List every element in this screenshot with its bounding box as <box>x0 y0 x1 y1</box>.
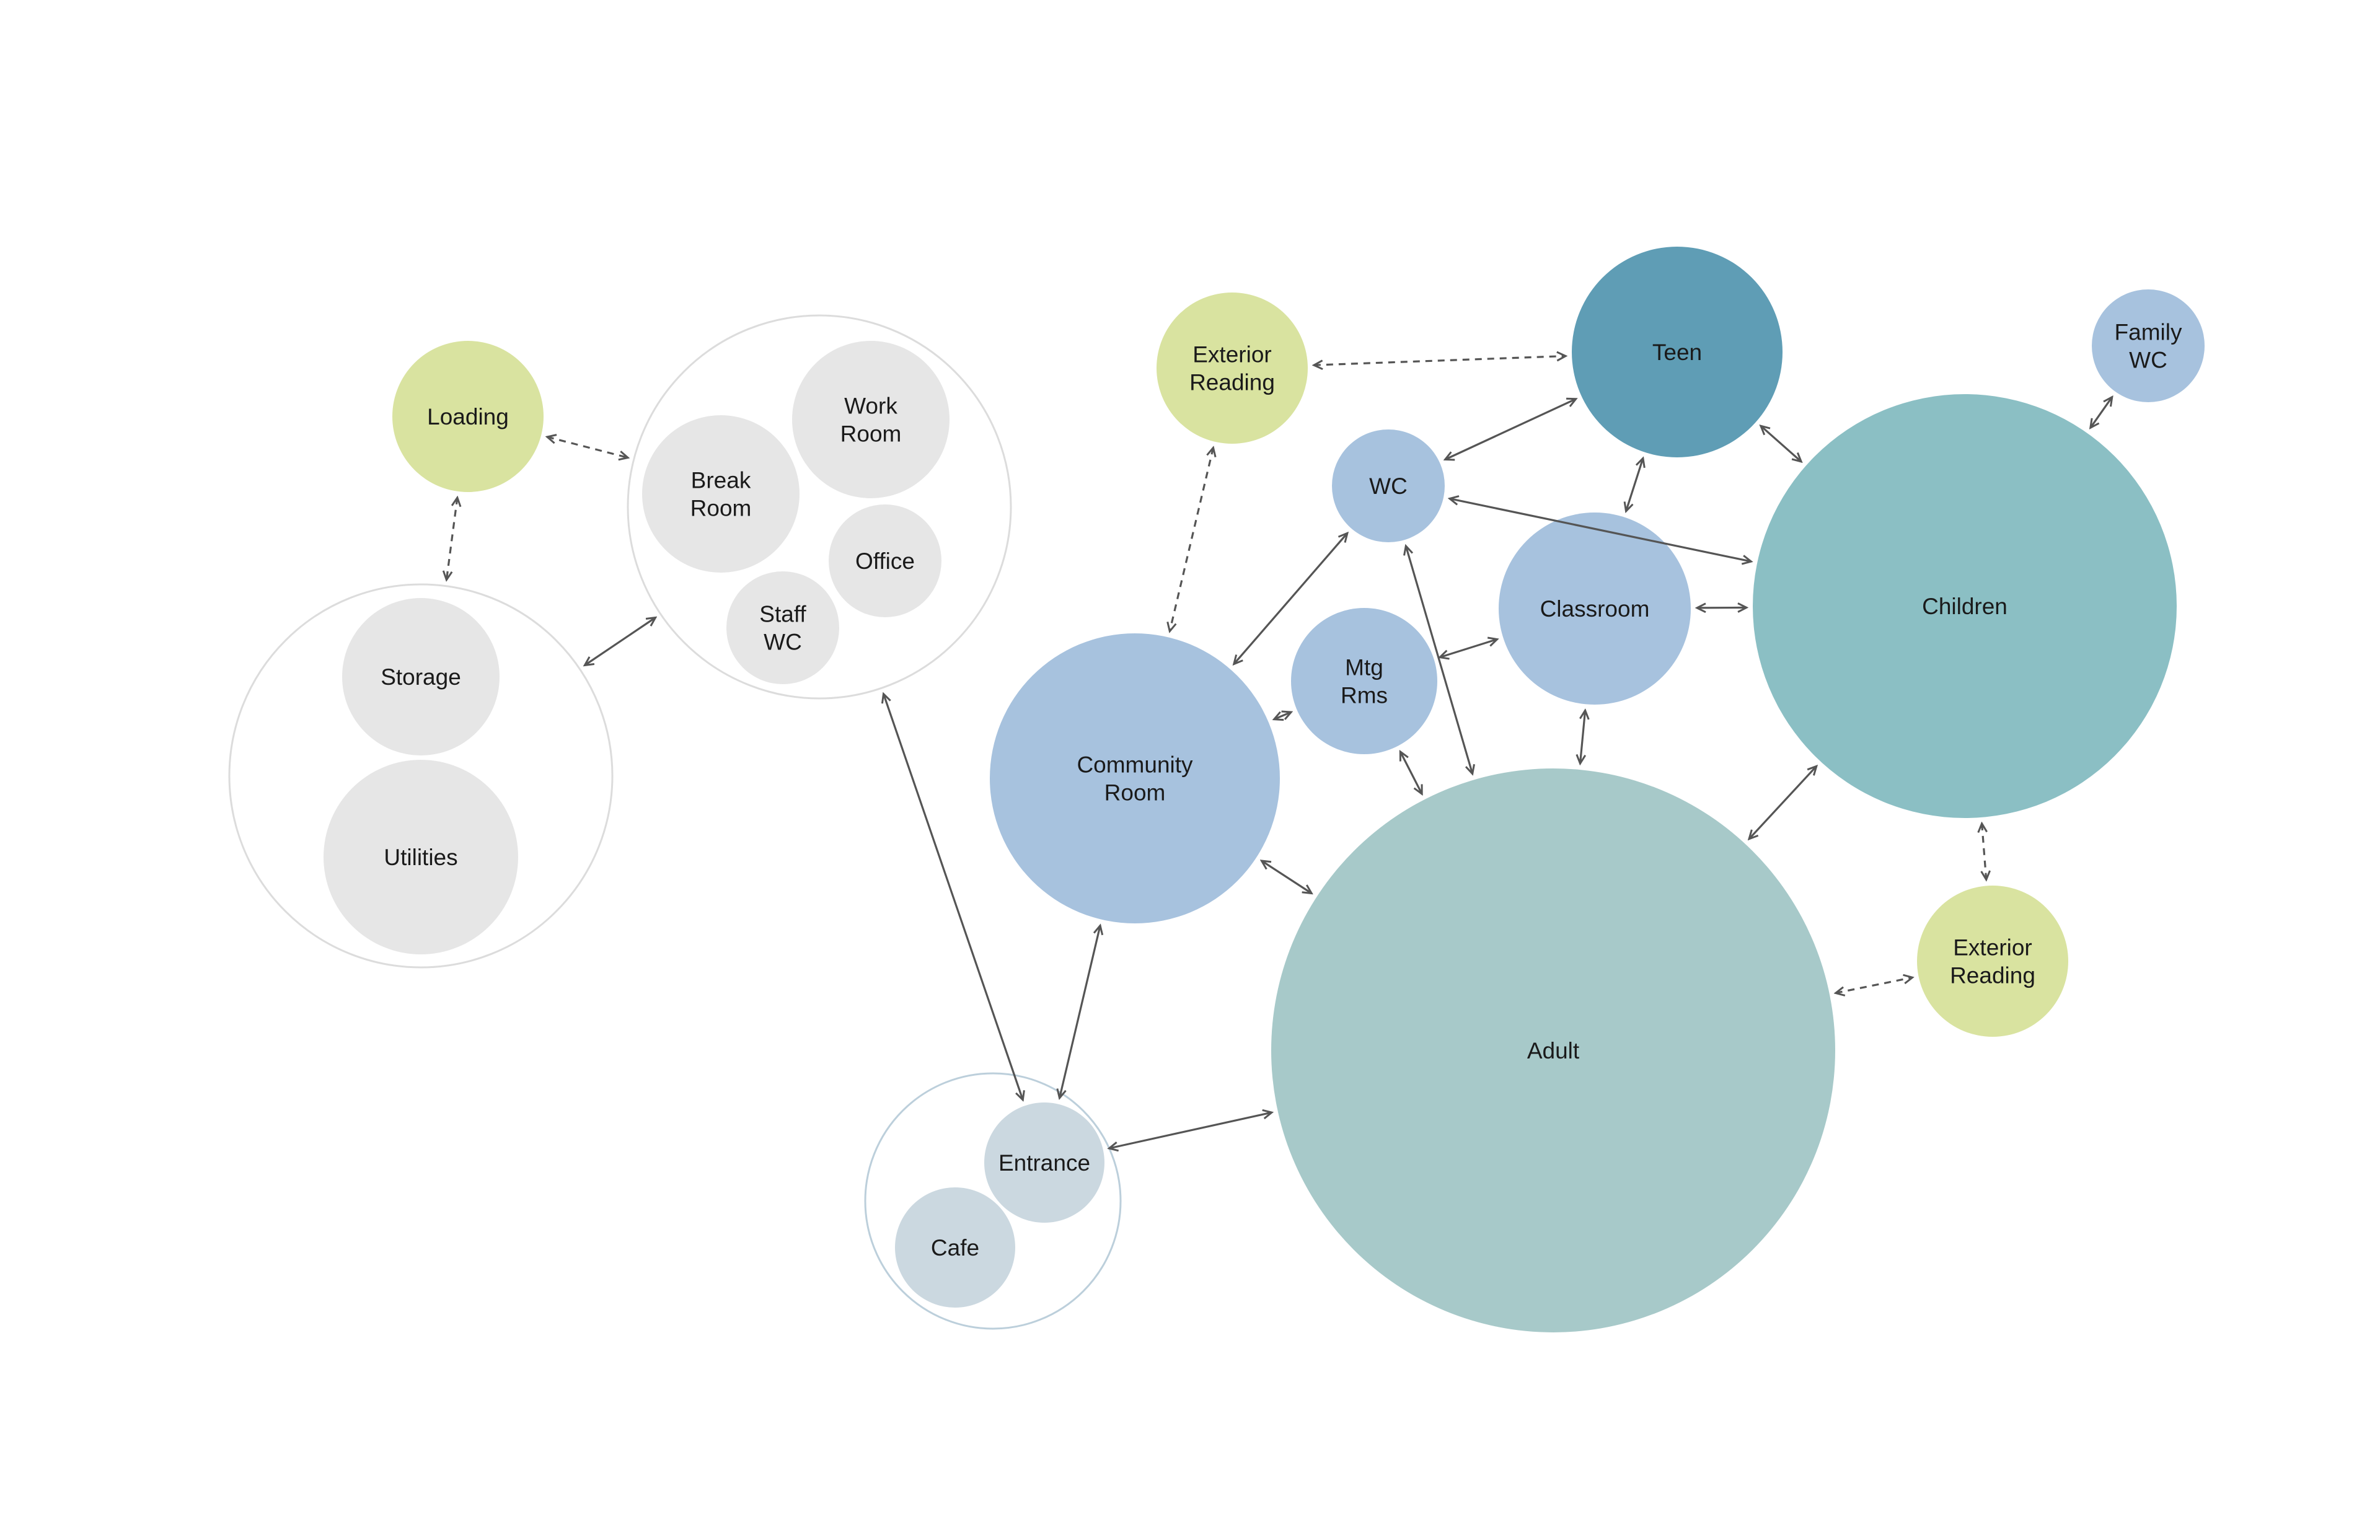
arrow-adult-exterior-reading-right <box>1836 977 1913 993</box>
arrow-wc-adult <box>1406 546 1472 774</box>
entrance-bubble: Entrance <box>984 1102 1104 1223</box>
cafe-circle <box>895 1187 1015 1308</box>
group-rings <box>228 314 1122 1330</box>
teen-bubble: Teen <box>1572 247 1783 457</box>
wc-bubble: WC <box>1332 429 1445 542</box>
mtg-rms-circle <box>1291 608 1437 754</box>
teen-label: Teen <box>1652 340 1702 365</box>
loading-label: Loading <box>427 404 509 429</box>
space-bubbles: LoadingBreakRoomWorkRoomOfficeStaffWCSto… <box>324 247 2205 1332</box>
community-room-label: Room <box>1104 780 1166 806</box>
storage-bubble: Storage <box>342 598 500 755</box>
utilities-circle <box>324 760 518 954</box>
storage-label: Storage <box>381 664 461 690</box>
children-circle <box>1753 394 2177 818</box>
adult-bubble: Adult <box>1271 768 1835 1332</box>
community-room-circle <box>990 633 1280 923</box>
arrow-exterior-reading-top-community-room <box>1170 447 1213 631</box>
arrow-loading-staff-group <box>547 437 628 458</box>
arrow-staff-group-entrance <box>884 694 1023 1100</box>
community-room-label: Community <box>1077 752 1193 778</box>
adult-circle <box>1271 768 1835 1332</box>
exterior-reading-top-circle <box>1157 293 1308 444</box>
mtg-rms-label: Rms <box>1341 683 1388 708</box>
family-wc-circle <box>2092 289 2205 402</box>
classroom-bubble: Classroom <box>1499 513 1691 705</box>
utilities-label: Utilities <box>384 845 457 870</box>
arrow-community-room-entrance <box>1060 926 1101 1098</box>
arrow-family-wc-children <box>2091 397 2112 428</box>
staff-group-ring <box>627 314 1012 700</box>
children-label: Children <box>1922 594 2008 619</box>
staff-wc-label: WC <box>764 630 802 655</box>
break-room-label: Break <box>691 468 751 493</box>
storage-circle <box>342 598 500 755</box>
office-label: Office <box>855 548 915 574</box>
arrow-classroom-children <box>1697 607 1747 608</box>
arrow-wc-community-room <box>1234 533 1347 664</box>
arrow-community-room-adult <box>1262 861 1312 894</box>
arrow-teen-children <box>1761 426 1801 462</box>
exterior-reading-right-circle <box>1917 886 2068 1037</box>
arrow-classroom-adult <box>1580 710 1585 763</box>
break-room-label: Room <box>690 496 752 521</box>
arrow-wc-teen <box>1445 399 1576 460</box>
entrance-circle <box>984 1102 1104 1223</box>
adjacency-arrows <box>446 356 2112 1149</box>
arrow-teen-classroom <box>1626 458 1643 511</box>
service-group-ring <box>228 583 614 969</box>
arrow-mtg-rms-adult <box>1400 752 1422 794</box>
staff-wc-label: Staff <box>759 602 806 627</box>
exterior-reading-right-label: Reading <box>1950 963 2035 988</box>
exterior-reading-top-label: Reading <box>1189 370 1275 395</box>
wc-circle <box>1332 429 1445 542</box>
work-room-label: Work <box>844 394 897 419</box>
utilities-bubble: Utilities <box>324 760 518 954</box>
loading-bubble: Loading <box>392 341 544 492</box>
arrow-mtg-rms-community-room <box>1274 712 1292 719</box>
children-bubble: Children <box>1753 394 2177 818</box>
arrow-loading-service-group <box>446 498 457 580</box>
break-room-circle <box>642 415 800 573</box>
loading-circle <box>392 341 544 492</box>
arrow-mtg-rms-classroom <box>1440 640 1497 658</box>
family-wc-label: WC <box>2129 348 2167 373</box>
arrow-entrance-adult <box>1109 1112 1272 1148</box>
office-circle <box>829 504 941 617</box>
classroom-label: Classroom <box>1540 596 1650 622</box>
staff-wc-circle <box>726 571 839 684</box>
mtg-rms-label: Mtg <box>1345 655 1383 680</box>
work-room-circle <box>792 341 950 498</box>
arrow-children-adult <box>1749 766 1817 839</box>
exterior-reading-top-label: Exterior <box>1192 342 1271 367</box>
arrow-exterior-reading-top-teen <box>1314 356 1566 366</box>
arrow-children-exterior-reading-right <box>1982 824 1986 880</box>
arrow-wc-children <box>1450 499 1752 562</box>
family-wc-label: Family <box>2115 320 2182 345</box>
cafe-bubble: Cafe <box>895 1187 1015 1308</box>
cafe-label: Cafe <box>931 1235 979 1261</box>
adult-label: Adult <box>1527 1038 1580 1063</box>
entrance-label: Entrance <box>998 1150 1090 1176</box>
arrow-service-group-staff-group <box>584 618 655 666</box>
wc-label: WC <box>1369 473 1408 499</box>
office-bubble: Office <box>829 504 941 617</box>
exterior-reading-right-label: Exterior <box>1953 935 2032 961</box>
work-room-label: Room <box>840 421 902 447</box>
teen-circle <box>1572 247 1783 457</box>
